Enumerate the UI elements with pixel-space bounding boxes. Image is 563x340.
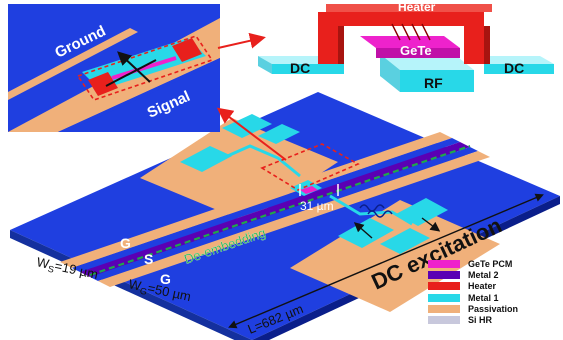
zoom-box-main xyxy=(260,143,360,191)
switch-region xyxy=(290,180,322,196)
signal-label: S xyxy=(144,251,153,267)
legend-label: Si HR xyxy=(468,315,493,326)
passivation-top-pad xyxy=(140,118,338,222)
dc-left-label: DC xyxy=(290,60,310,76)
legend-item: Metal 1 xyxy=(428,292,560,303)
cross-section xyxy=(258,4,554,92)
legend-swatch xyxy=(428,316,460,325)
metal1-top-pads xyxy=(180,114,301,178)
length-dimension-arrow xyxy=(228,193,544,329)
legend-swatch xyxy=(428,259,460,268)
legend-swatch xyxy=(428,304,460,313)
legend-swatch xyxy=(428,293,460,302)
crosssection-pointer-arrow xyxy=(217,32,266,49)
legend-label: Metal 2 xyxy=(468,269,499,280)
legend-label: Heater xyxy=(468,281,497,292)
legend-item: GeTe PCM xyxy=(428,258,560,269)
legend-label: Passivation xyxy=(468,303,519,314)
inset-pointer-arrow xyxy=(216,107,287,161)
legend-item: Heater xyxy=(428,281,560,292)
dc-right-label: DC xyxy=(504,60,524,76)
legend-item: Passivation xyxy=(428,303,560,314)
inset-zoom xyxy=(8,4,220,132)
legend-item: Metal 2 xyxy=(428,269,560,280)
heater-label: Heater xyxy=(398,0,436,14)
legend-swatch xyxy=(428,282,460,291)
gap-dimension-label: 31 µm xyxy=(300,199,334,213)
legend-swatch xyxy=(428,270,460,279)
ground-top-label: G xyxy=(120,235,131,251)
legend-label: Metal 1 xyxy=(468,292,499,303)
rf-label: RF xyxy=(424,75,443,91)
ground-bottom-label: G xyxy=(160,271,171,287)
gete-label: GeTe xyxy=(400,43,432,58)
legend-item: Si HR xyxy=(428,314,560,325)
legend-label: GeTe PCM xyxy=(468,258,513,269)
